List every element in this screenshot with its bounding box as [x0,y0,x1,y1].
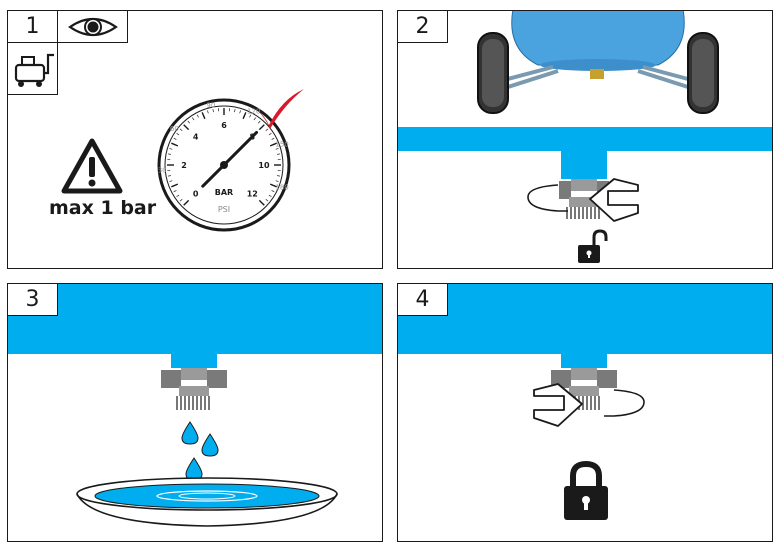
water-band [398,284,772,354]
gauge-tick [171,183,179,188]
gauge-bar-label: 10 [258,161,270,170]
gauge-tick [173,137,177,140]
gauge-tick [183,199,190,206]
gauge-tick [276,175,280,177]
gauge-psi-label: 60 [170,125,179,133]
gauge-tick [242,112,247,120]
drain-valve [559,147,609,219]
gauge-bar-label: 6 [221,121,227,130]
gauge-tick [169,180,173,182]
gauge-psi-label: 150 [275,140,288,148]
gauge-bar-label: 2 [181,161,187,170]
panel-step-2: 2 [397,10,773,269]
gauge-psi-label: 120 [247,108,260,116]
gauge-tick [253,117,256,121]
gauge-tick [257,120,261,124]
water-band [8,284,382,354]
gauge-tick [196,114,199,118]
lock-icon [564,460,608,520]
gauge-unit-psi: PSI [218,205,230,214]
gauge-tick [169,148,173,150]
dish-icon [76,477,338,527]
eye-icon-box [58,11,128,43]
gauge-tick [173,190,177,193]
drain-valve [161,350,227,410]
gauge-tick [269,142,277,147]
gauge-tick [271,137,275,140]
gauge-tick [183,124,190,131]
gauge-tick [268,194,272,197]
gauge-tick [268,133,272,136]
gauge-tick [265,128,269,132]
step-number-4: 4 [398,284,448,316]
gauge-tick [249,114,252,118]
gauge-tick [179,128,183,132]
check-icon [258,89,304,129]
max-pressure-label: max 1 bar [49,197,157,219]
compressor-icon [14,53,54,87]
gauge-bar-label: 4 [193,133,199,142]
gauge-tick [176,194,180,197]
warning-icon [61,138,123,194]
gauge-psi-label: 90 [206,101,215,109]
gauge-tick [168,153,172,155]
gauge-psi-label: 180 [275,184,288,192]
gauge-bar-label: 12 [247,189,258,198]
gauge-bar-label: 0 [193,189,199,198]
gauge-unit-bar: BAR [215,188,233,197]
gauge-tick [168,175,172,177]
panel-step-3: 3 [7,283,383,542]
gauge-psi-labels: 30 60 90 120 150 180 [158,101,289,191]
rotate-left-arrow-icon [527,178,639,222]
gauge-tick [275,148,279,150]
gauge-needle [201,130,259,188]
gauge-tick [258,199,265,206]
gauge-tick [258,124,265,131]
eye-icon [68,17,118,37]
rotate-right-arrow-icon [533,383,645,427]
water-drop-icon [181,421,219,481]
gauge-tick [239,110,241,114]
step-number-3: 3 [8,284,58,316]
step-number-1: 1 [8,11,58,43]
tank-wheels-illustration [477,11,719,114]
gauge-psi-label: 30 [158,166,167,174]
gauge-tick [269,183,277,188]
gauge-tick [212,109,214,113]
gauge-tick [207,110,209,114]
gauge-tick [179,198,183,202]
gauge-tick [187,120,191,124]
gauge-tick [276,153,280,155]
step-number-2: 2 [398,11,448,43]
unlock-icon [578,229,608,263]
gauge-tick [275,180,279,182]
compressor-icon-box [8,43,58,95]
gauge-tick [234,109,236,113]
panel-step-4: 4 [397,283,773,542]
gauge-tick [176,133,180,136]
gauge-ticks [167,108,281,206]
gauge-tick [271,190,275,193]
gauge-tick [201,112,206,120]
gauge-tick [265,198,269,202]
gauge-tick [192,117,195,121]
gauge-tick [171,142,179,147]
